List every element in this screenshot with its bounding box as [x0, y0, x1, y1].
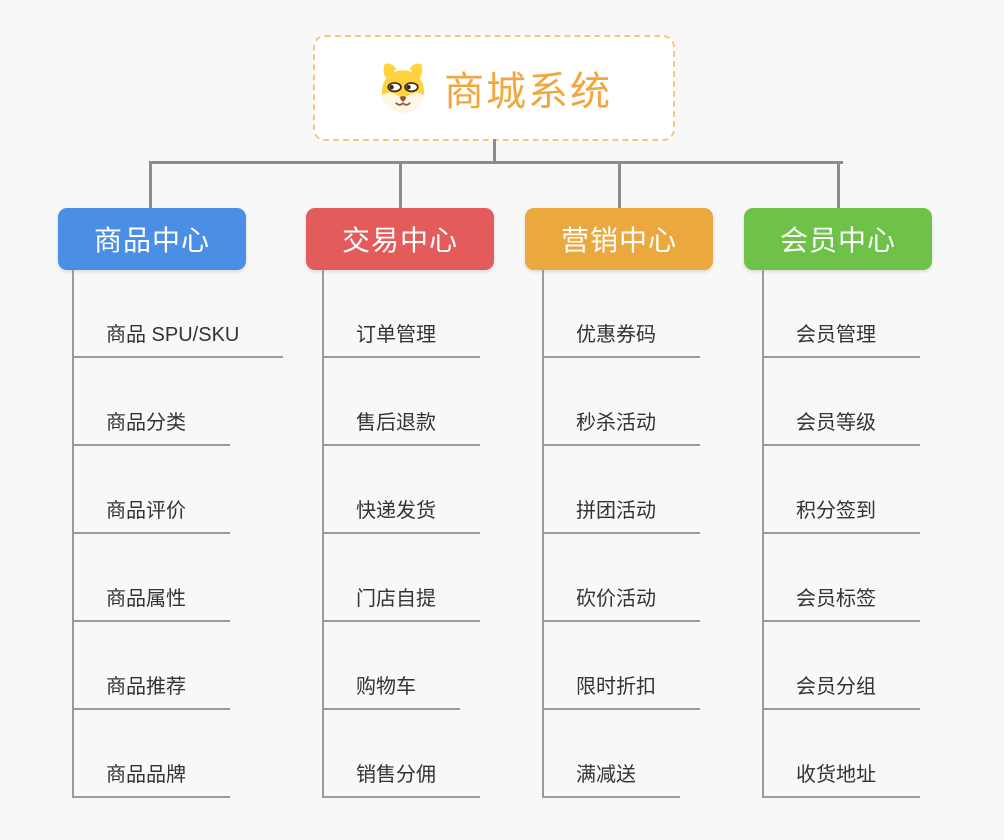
leaf-column-trade-center: 订单管理 售后退款 快递发货 门店自提 购物车 销售分佣: [322, 270, 480, 798]
leaf-node[interactable]: 商品分类: [74, 358, 230, 446]
connector-branch-stub-1: [149, 161, 152, 208]
leaf-node[interactable]: 商品 SPU/SKU: [74, 270, 284, 358]
connector-bus: [149, 161, 843, 164]
leaf-node[interactable]: 会员分组: [764, 622, 920, 710]
branch-label: 商品中心: [93, 225, 210, 256]
connector-root-stub: [493, 139, 496, 163]
branch-node-trade-center[interactable]: 交易中心: [306, 208, 494, 270]
leaf-node[interactable]: 商品属性: [74, 534, 230, 622]
connector-branch-stub-3: [618, 161, 621, 208]
connector-branch-stub-2: [399, 161, 402, 208]
leaf-node[interactable]: 商品推荐: [74, 622, 230, 710]
leaf-node[interactable]: 秒杀活动: [544, 358, 700, 446]
branch-label: 交易中心: [341, 225, 458, 256]
leaf-node[interactable]: 限时折扣: [544, 622, 700, 710]
leaf-node[interactable]: 商品评价: [74, 446, 230, 534]
leaf-node[interactable]: 积分签到: [764, 446, 920, 534]
leaf-node[interactable]: 拼团活动: [544, 446, 700, 534]
leaf-node[interactable]: 会员等级: [764, 358, 920, 446]
leaf-node[interactable]: 会员标签: [764, 534, 920, 622]
branch-label: 营销中心: [560, 225, 677, 256]
branch-node-member-center[interactable]: 会员中心: [744, 208, 932, 270]
leaf-node[interactable]: 快递发货: [324, 446, 480, 534]
leaf-node[interactable]: 优惠券码: [544, 270, 700, 358]
connector-branch-stub-4: [837, 161, 840, 208]
leaf-node[interactable]: 收货地址: [764, 710, 920, 798]
branch-node-product-center[interactable]: 商品中心: [58, 208, 246, 270]
root-title: 商城系统: [444, 70, 612, 114]
leaf-node[interactable]: 售后退款: [324, 358, 480, 446]
leaf-node[interactable]: 购物车: [324, 622, 460, 710]
leaf-node[interactable]: 销售分佣: [324, 710, 480, 798]
leaf-node[interactable]: 满减送: [544, 710, 680, 798]
leaf-node[interactable]: 砍价活动: [544, 534, 700, 622]
leaf-column-marketing-center: 优惠券码 秒杀活动 拼团活动 砍价活动 限时折扣 满减送: [542, 270, 700, 798]
leaf-column-member-center: 会员管理 会员等级 积分签到 会员标签 会员分组 收货地址: [762, 270, 920, 798]
leaf-column-product-center: 商品 SPU/SKU 商品分类 商品评价 商品属性 商品推荐 商品品牌: [72, 270, 284, 798]
dog-face-icon: [381, 63, 425, 113]
branch-node-marketing-center[interactable]: 营销中心: [525, 208, 713, 270]
root-node-mall-system[interactable]: 商城系统: [313, 35, 675, 141]
leaf-node[interactable]: 门店自提: [324, 534, 480, 622]
branch-label: 会员中心: [779, 225, 896, 256]
leaf-node[interactable]: 订单管理: [324, 270, 480, 358]
leaf-node[interactable]: 会员管理: [764, 270, 920, 358]
leaf-node[interactable]: 商品品牌: [74, 710, 230, 798]
